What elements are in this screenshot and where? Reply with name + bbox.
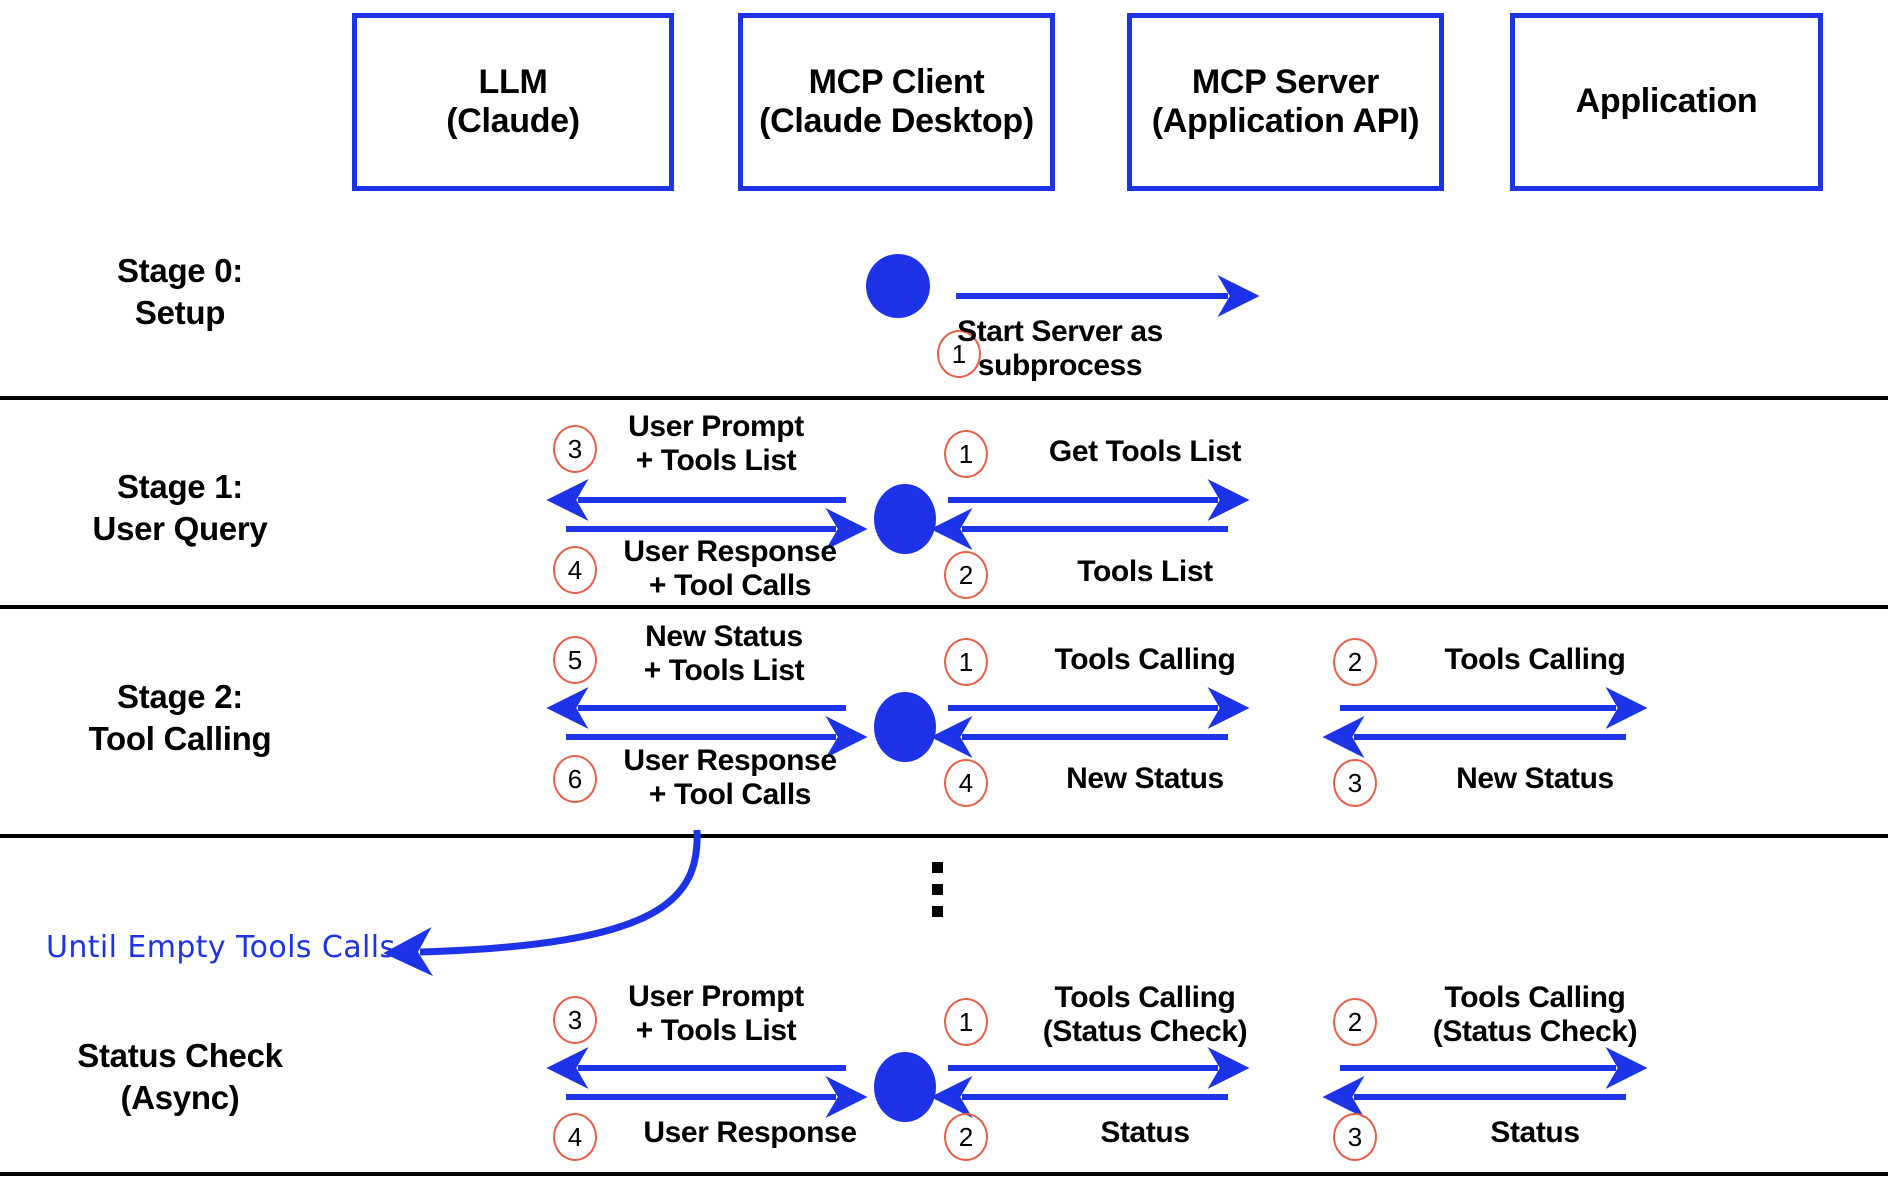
actor-box-llm: LLM (Claude) (352, 13, 674, 191)
ellipsis-dot (932, 884, 943, 895)
divider-bottom (0, 1172, 1888, 1176)
caption-stage2-user-response: User Response + Tool Calls (580, 744, 880, 812)
caption-status-user-response: User Response (600, 1116, 900, 1150)
step-marker-status-2: 2 (944, 1113, 988, 1161)
caption-status-user-prompt-line1: User Prompt (628, 980, 804, 1013)
caption-stage2-new-status-line1: New Status (1066, 762, 1224, 795)
step-marker-status-1: 1 (944, 998, 988, 1046)
step-marker-stage2-5: 5 (553, 636, 597, 684)
caption-stage0-line1: Start Server as (957, 315, 1163, 348)
hub-dot-stage-1 (874, 484, 936, 554)
actor-label-mcp-client-line2: (Claude Desktop) (759, 102, 1034, 140)
caption-status-app-status: Status (1390, 1116, 1680, 1150)
step-marker-stage2-6: 6 (553, 755, 597, 803)
caption-stage2-user-response-line2: + Tool Calls (648, 777, 812, 811)
caption-status-tools-calling-line1: Tools Calling (1054, 981, 1236, 1014)
actor-label-llm-line1: LLM (478, 62, 548, 101)
caption-status-app-tools-calling-line1: Tools Calling (1444, 981, 1626, 1014)
step-marker-stage1-2: 2 (944, 551, 988, 599)
step-marker-stage1-3: 3 (553, 425, 597, 473)
caption-stage1-user-response-line1: User Response (623, 535, 837, 568)
caption-stage2-app-tools-calling-line1: Tools Calling (1444, 643, 1626, 676)
actor-box-mcp-client: MCP Client (Claude Desktop) (738, 13, 1055, 191)
caption-stage1-tools-list: Tools List (1000, 555, 1290, 589)
actor-label-mcp-client-line1: MCP Client (808, 62, 985, 101)
stage-0-label-line1: Stage 0: (117, 252, 243, 289)
caption-status-app-tools-calling: Tools Calling (Status Check) (1390, 981, 1680, 1049)
step-marker-stage2-1: 1 (944, 638, 988, 686)
actor-label-application-line1: Application (1575, 82, 1758, 121)
actor-label-mcp-server-line2: (Application API) (1151, 102, 1420, 140)
actor-label-mcp-server-line1: MCP Server (1191, 62, 1380, 101)
arrow-loop-until-empty-tools-calls (383, 829, 701, 977)
step-marker-stage1-4: 4 (553, 546, 597, 594)
stage-2-label-line1: Stage 2: (117, 678, 243, 715)
step-marker-stage1-1: 1 (944, 430, 988, 478)
caption-status-status: Status (1000, 1116, 1290, 1150)
loop-note-until-empty-tools-calls: Until Empty Tools Calls (46, 930, 396, 965)
caption-stage1-get-tools-list: Get Tools List (1000, 435, 1290, 469)
caption-stage0-line2: subprocess (977, 348, 1143, 382)
status-check-label-line2: (Async) (120, 1079, 240, 1117)
caption-stage1-user-prompt-line1: User Prompt (628, 410, 804, 443)
stage-label-stage-1: Stage 1: User Query (35, 466, 325, 550)
hub-dot-stage-2 (874, 692, 936, 762)
divider-after-stage-0 (0, 396, 1888, 400)
stage-label-stage-2: Stage 2: Tool Calling (35, 676, 325, 760)
ellipsis-dot (932, 862, 943, 873)
caption-status-app-tools-calling-line2: (Status Check) (1432, 1014, 1638, 1048)
stage-2-label-line2: Tool Calling (88, 720, 272, 758)
caption-stage2-app-tools-calling: Tools Calling (1390, 643, 1680, 677)
divider-after-stage-2 (0, 834, 1888, 838)
caption-status-tools-calling-line2: (Status Check) (1042, 1014, 1248, 1048)
caption-stage1-tools-list-line1: Tools List (1077, 555, 1213, 588)
divider-after-stage-1 (0, 605, 1888, 609)
caption-status-user-response-line1: User Response (643, 1116, 857, 1149)
caption-stage1-user-prompt: User Prompt + Tools List (566, 410, 866, 478)
actor-box-mcp-server: MCP Server (Application API) (1127, 13, 1444, 191)
step-marker-stage2-app-3: 3 (1333, 759, 1377, 807)
caption-stage2-app-new-status: New Status (1390, 762, 1680, 796)
step-marker-stage2-app-2: 2 (1333, 638, 1377, 686)
stage-1-label-line2: User Query (92, 510, 268, 548)
caption-stage2-new-status-tools-line2: + Tools List (643, 653, 805, 687)
caption-stage2-tools-calling-line1: Tools Calling (1054, 643, 1236, 676)
status-check-label-line1: Status Check (77, 1037, 283, 1074)
step-marker-status-3: 3 (553, 996, 597, 1044)
caption-stage2-new-status-tools: New Status + Tools List (574, 620, 874, 688)
caption-stage2-tools-calling: Tools Calling (1000, 643, 1290, 677)
stage-0-label-line2: Setup (134, 294, 226, 332)
stage-label-stage-0: Stage 0: Setup (50, 250, 310, 334)
caption-stage1-get-tools-list-line1: Get Tools List (1048, 435, 1242, 468)
caption-stage2-user-response-line1: User Response (623, 744, 837, 777)
caption-stage2-new-status-tools-line1: New Status (645, 620, 803, 653)
step-marker-stage0-1: 1 (937, 330, 981, 378)
caption-stage1-user-response-line2: + Tool Calls (648, 568, 812, 602)
hub-dot-stage-0 (866, 254, 930, 318)
caption-status-status-line1: Status (1100, 1116, 1190, 1149)
caption-stage0-start-server: Start Server as subprocess (880, 315, 1240, 383)
step-marker-status-app-3: 3 (1333, 1113, 1377, 1161)
caption-status-tools-calling: Tools Calling (Status Check) (1000, 981, 1290, 1049)
caption-status-user-prompt: User Prompt + Tools List (566, 980, 866, 1048)
hub-dot-status-check (874, 1052, 936, 1122)
caption-stage2-new-status: New Status (1000, 762, 1290, 796)
stage-label-status-check: Status Check (Async) (25, 1035, 335, 1119)
step-marker-stage2-4: 4 (944, 759, 988, 807)
continuation-ellipsis-icon (932, 862, 943, 928)
caption-stage2-app-new-status-line1: New Status (1456, 762, 1614, 795)
ellipsis-dot (932, 906, 943, 917)
caption-status-user-prompt-line2: + Tools List (635, 1013, 797, 1047)
actor-box-application: Application (1510, 13, 1823, 191)
step-marker-status-app-2: 2 (1333, 998, 1377, 1046)
step-marker-status-4: 4 (553, 1113, 597, 1161)
actor-label-llm-line2: (Claude) (446, 102, 580, 140)
caption-stage1-user-prompt-line2: + Tools List (635, 443, 797, 477)
caption-stage1-user-response: User Response + Tool Calls (580, 535, 880, 603)
stage-1-label-line1: Stage 1: (117, 468, 243, 505)
caption-status-app-status-line1: Status (1490, 1116, 1580, 1149)
